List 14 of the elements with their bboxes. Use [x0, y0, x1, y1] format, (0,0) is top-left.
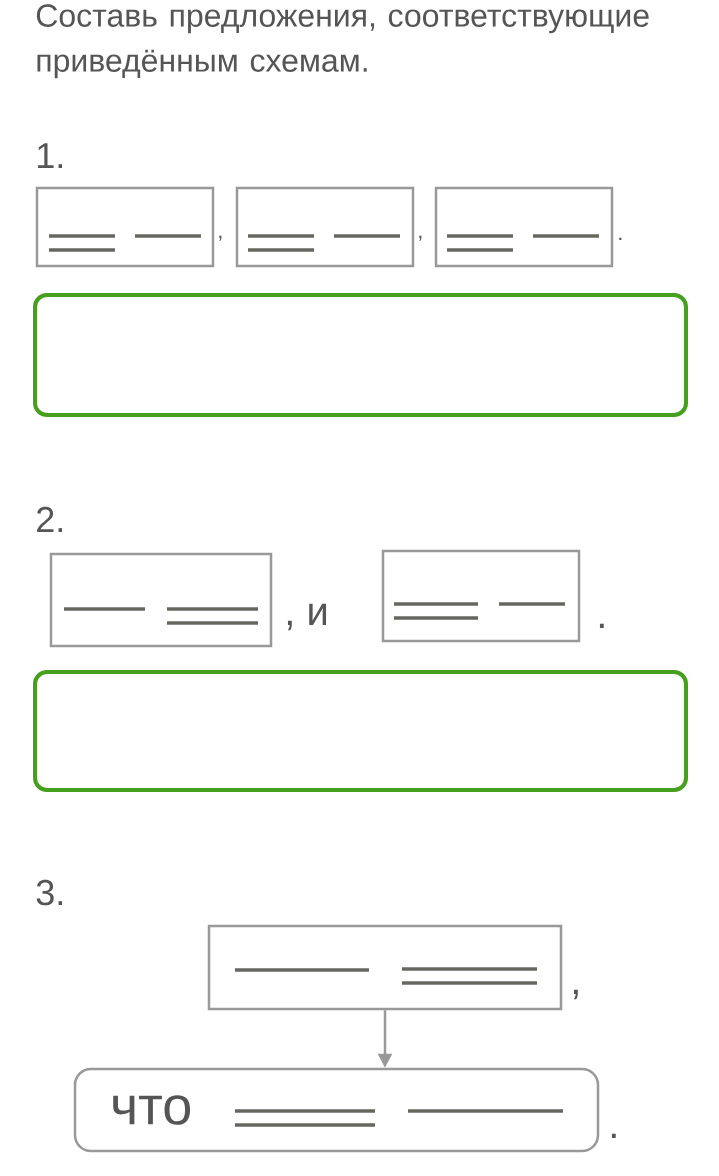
task-number: 3. [36, 879, 62, 906]
punctuation-mark: , и [287, 603, 327, 631]
instruction-text: Составь предложения, соответствующие приведённым схемам. [36, 4, 649, 79]
clause-scheme-rounded-box: что [73, 1067, 600, 1153]
clause-scheme-box [235, 186, 415, 268]
clause-scheme-box [381, 549, 581, 643]
clause-scheme-box [207, 924, 563, 1011]
punctuation-mark: , [219, 235, 222, 241]
punctuation-mark: , [419, 235, 422, 241]
clause-scheme-box [434, 186, 614, 268]
clause-scheme-box [35, 186, 215, 268]
clause-scheme-box [49, 552, 273, 648]
task-number: 2. [37, 506, 62, 532]
punctuation-mark: , [573, 989, 578, 1000]
